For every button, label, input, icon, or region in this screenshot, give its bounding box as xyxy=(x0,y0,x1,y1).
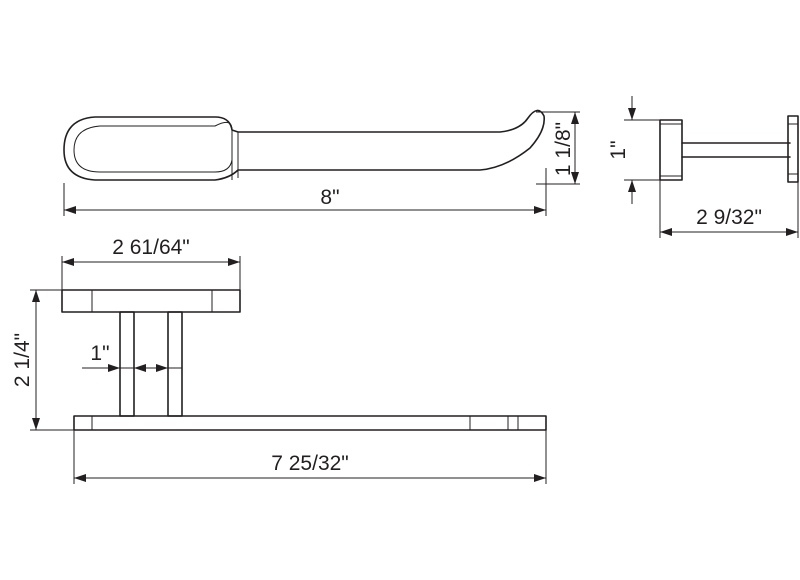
dim-1-front-arrow-left xyxy=(108,364,120,372)
dim-118-arrow-top xyxy=(571,112,579,124)
front-view: 2 61/64" 2 1/4" 1" 7 25/32" xyxy=(11,236,547,484)
dim-214-arrow-top xyxy=(32,290,40,302)
arm-outer-outline xyxy=(63,109,546,181)
dim-1-front-arrow-right xyxy=(134,364,146,372)
dim-8-arrow-left xyxy=(64,206,76,214)
arm-inner-loop xyxy=(73,121,233,173)
dim-72532-arrow-right xyxy=(534,474,546,482)
dim-229-arrow-right xyxy=(786,228,798,236)
front-post-left xyxy=(119,311,135,417)
dim-118-arrow-bottom xyxy=(571,172,579,184)
dim-label-side-depth: 2 9/32" xyxy=(696,206,762,229)
dim-label-top-length: 8" xyxy=(320,186,339,209)
dim-26164-arrow-left xyxy=(62,258,74,266)
front-mount-plate xyxy=(61,289,241,313)
front-post-right xyxy=(167,311,183,417)
side-mount-plate xyxy=(659,119,683,181)
dim-1-side-arrow-top xyxy=(628,108,636,120)
dim-214-arrow-bottom xyxy=(32,418,40,430)
dim-label-post-spacing: 1" xyxy=(90,342,109,365)
dim-8-arrow-right xyxy=(534,206,546,214)
dim-229-arrow-left xyxy=(660,228,672,236)
side-view: 1" 2 9/32" xyxy=(607,96,799,238)
dim-1-side-arrow-bottom xyxy=(628,180,636,192)
dim-label-bottom-length: 7 25/32" xyxy=(271,452,349,475)
dim-label-base-width: 2 61/64" xyxy=(112,236,190,259)
side-rod-end xyxy=(787,115,799,183)
dim-label-base-height: 2 1/4" xyxy=(11,333,34,387)
front-arm-bar xyxy=(73,415,547,431)
top-view: 8" 1 1/8" xyxy=(63,109,580,216)
dim-label-top-height: 1 1/8" xyxy=(552,122,575,176)
dim-72532-arrow-left xyxy=(74,474,86,482)
dim-1-front-arrow-right-2 xyxy=(156,364,168,372)
dim-label-side-height: 1" xyxy=(607,140,630,159)
dim-26164-arrow-right xyxy=(228,258,240,266)
